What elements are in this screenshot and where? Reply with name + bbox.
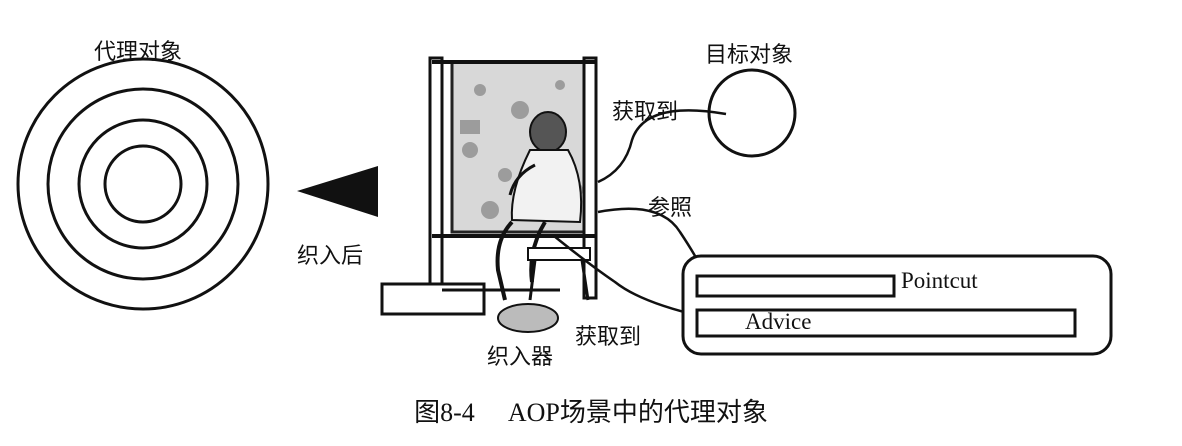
advice-label: Advice xyxy=(745,309,812,334)
obtain-target-connector xyxy=(597,109,727,184)
arrow-left-icon xyxy=(297,166,378,217)
figure-caption: 图8-4 AOP场景中的代理对象 xyxy=(0,392,1182,429)
target-object-label: 目标对象 xyxy=(705,43,794,68)
target-object-circle xyxy=(707,68,797,158)
obtain-advice-connector xyxy=(553,235,701,318)
proxy-ring-3 xyxy=(77,118,209,250)
advice-box xyxy=(695,308,1077,338)
proxy-object-label: 代理对象 xyxy=(94,40,183,65)
reference-label: 参照 xyxy=(648,196,693,221)
obtain-bottom-label: 获取到 xyxy=(575,325,642,350)
proxy-ring-2 xyxy=(46,87,240,281)
weaver-head xyxy=(529,111,567,153)
weaver-label: 织入器 xyxy=(487,345,554,370)
obtain-top-label: 获取到 xyxy=(612,100,679,125)
loom-post-left xyxy=(428,56,444,310)
aspect-container xyxy=(681,254,1113,356)
proxy-object-circles xyxy=(16,57,270,311)
figure-title: AOP场景中的代理对象 xyxy=(507,398,768,427)
proxy-ring-outer xyxy=(16,57,270,311)
pointcut-box xyxy=(695,274,896,298)
weaver-illustration xyxy=(380,56,598,333)
after-weaving-label: 织入后 xyxy=(297,244,364,269)
pointcut-label: Pointcut xyxy=(901,268,978,293)
weaver-basket xyxy=(497,303,559,333)
proxy-ring-inner xyxy=(103,144,183,224)
figure-number: 图8-4 xyxy=(414,398,475,427)
